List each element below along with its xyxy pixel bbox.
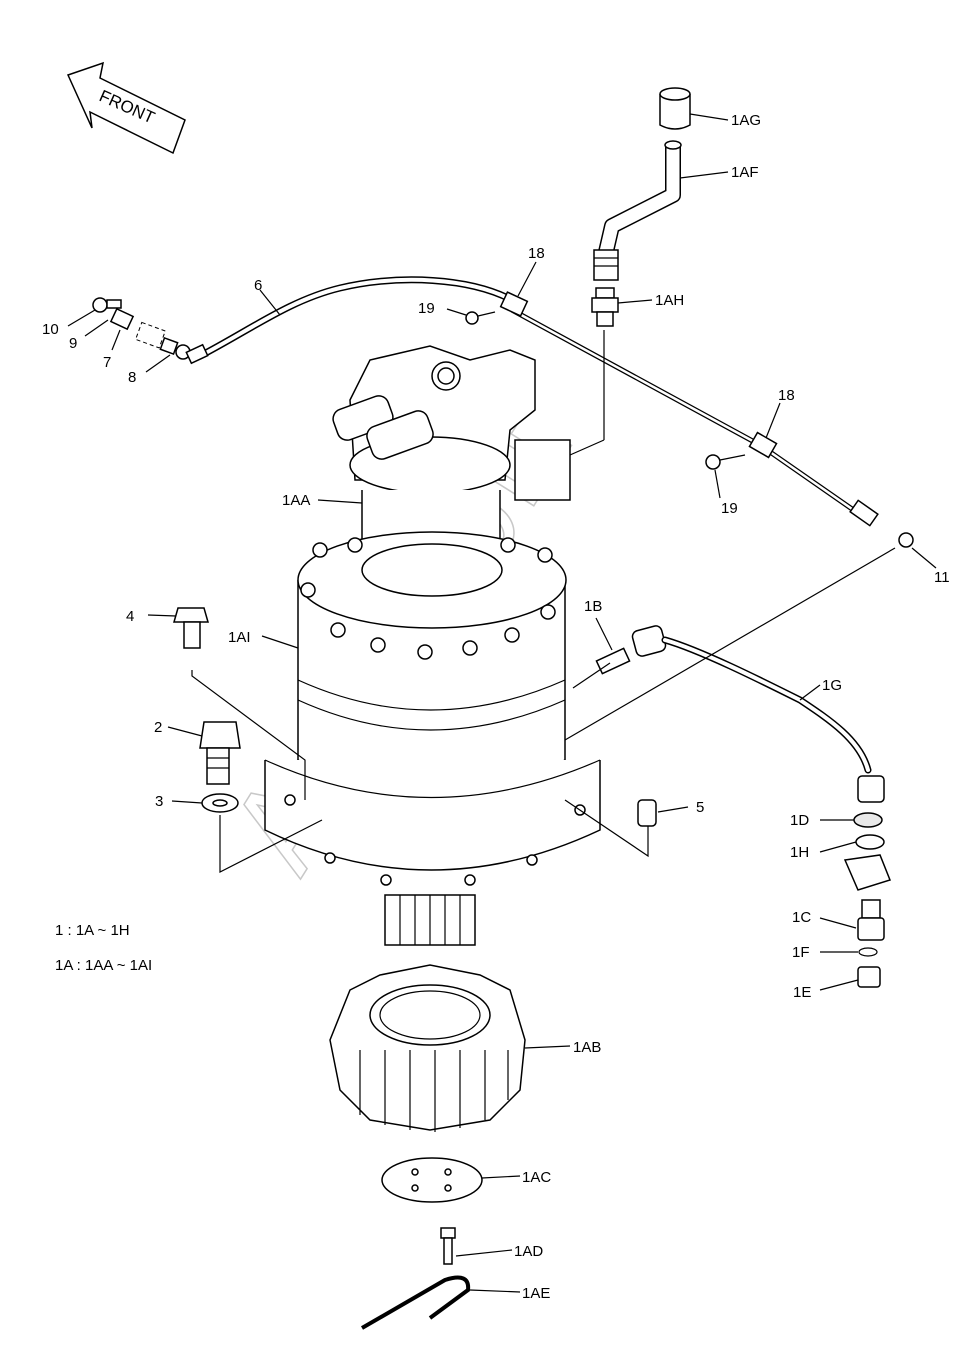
callout-1G: 1G (822, 677, 842, 694)
callout-18-lower: 18 (778, 387, 795, 404)
callout-8: 8 (128, 369, 136, 386)
tube-assembly (510, 307, 914, 548)
bolt-2 (199, 721, 241, 785)
callout-6: 6 (254, 277, 262, 294)
washer-3 (201, 793, 239, 813)
callout-1AG: 1AG (731, 112, 761, 129)
callout-1B: 1B (584, 598, 602, 615)
callout-1F: 1F (792, 944, 810, 961)
callout-11: 11 (934, 569, 950, 586)
wire-1AE (360, 1275, 471, 1330)
callout-1AB: 1AB (573, 1039, 601, 1056)
callout-1C: 1C (792, 909, 811, 926)
plug-1E (857, 966, 881, 988)
hose-6 (185, 276, 516, 365)
o-ring-1F (858, 947, 878, 957)
note-assembly-1: 1 : 1A ~ 1H (55, 922, 130, 939)
callout-1AF: 1AF (731, 164, 759, 181)
callout-5: 5 (696, 799, 704, 816)
callout-1AI: 1AI (228, 629, 251, 646)
adapter-1AH (591, 287, 619, 327)
callout-19-lower: 19 (721, 500, 738, 517)
drum-bolt-circle (284, 537, 586, 886)
washer-1D (853, 812, 883, 828)
pipe-1AF (593, 140, 682, 281)
callout-1AA: 1AA (282, 492, 310, 509)
cap-1AG (659, 87, 691, 130)
fittings-group-7-10 (92, 297, 191, 360)
callout-10: 10 (42, 321, 59, 338)
callout-7: 7 (103, 354, 111, 371)
washer-1H (855, 834, 885, 850)
swing-motor (264, 345, 601, 946)
clamp-18-upper (499, 291, 529, 317)
note-assembly-1A: 1A : 1AA ~ 1AI (55, 957, 152, 974)
bracket-1H (843, 854, 891, 891)
callout-1AD: 1AD (514, 1243, 543, 1260)
clamp-18-lower (748, 431, 778, 459)
hose-1G (631, 625, 885, 803)
plate-1AC (381, 1157, 483, 1203)
leader-lines (67, 113, 937, 1293)
callout-18-upper: 18 (528, 245, 545, 262)
adapter-1B (595, 647, 631, 675)
callout-3: 3 (155, 793, 163, 810)
bolt-19-upper (465, 311, 496, 325)
gear-1AB (329, 964, 526, 1132)
callout-2: 2 (154, 719, 162, 736)
callout-1D: 1D (790, 812, 809, 829)
front-arrow: FRONT (66, 61, 186, 155)
bolt-1AD (440, 1227, 456, 1265)
callout-4: 4 (126, 608, 134, 625)
callout-9: 9 (69, 335, 77, 352)
bolt-19-lower (705, 454, 746, 470)
fitting-1C (857, 899, 885, 941)
callout-19-upper: 19 (418, 300, 435, 317)
callout-1AC: 1AC (522, 1169, 551, 1186)
callout-1E: 1E (793, 984, 811, 1001)
pin-5 (637, 799, 657, 827)
plug-4 (173, 607, 209, 649)
callout-1H: 1H (790, 844, 809, 861)
callout-1AH: 1AH (655, 292, 684, 309)
callout-1AE: 1AE (522, 1285, 550, 1302)
